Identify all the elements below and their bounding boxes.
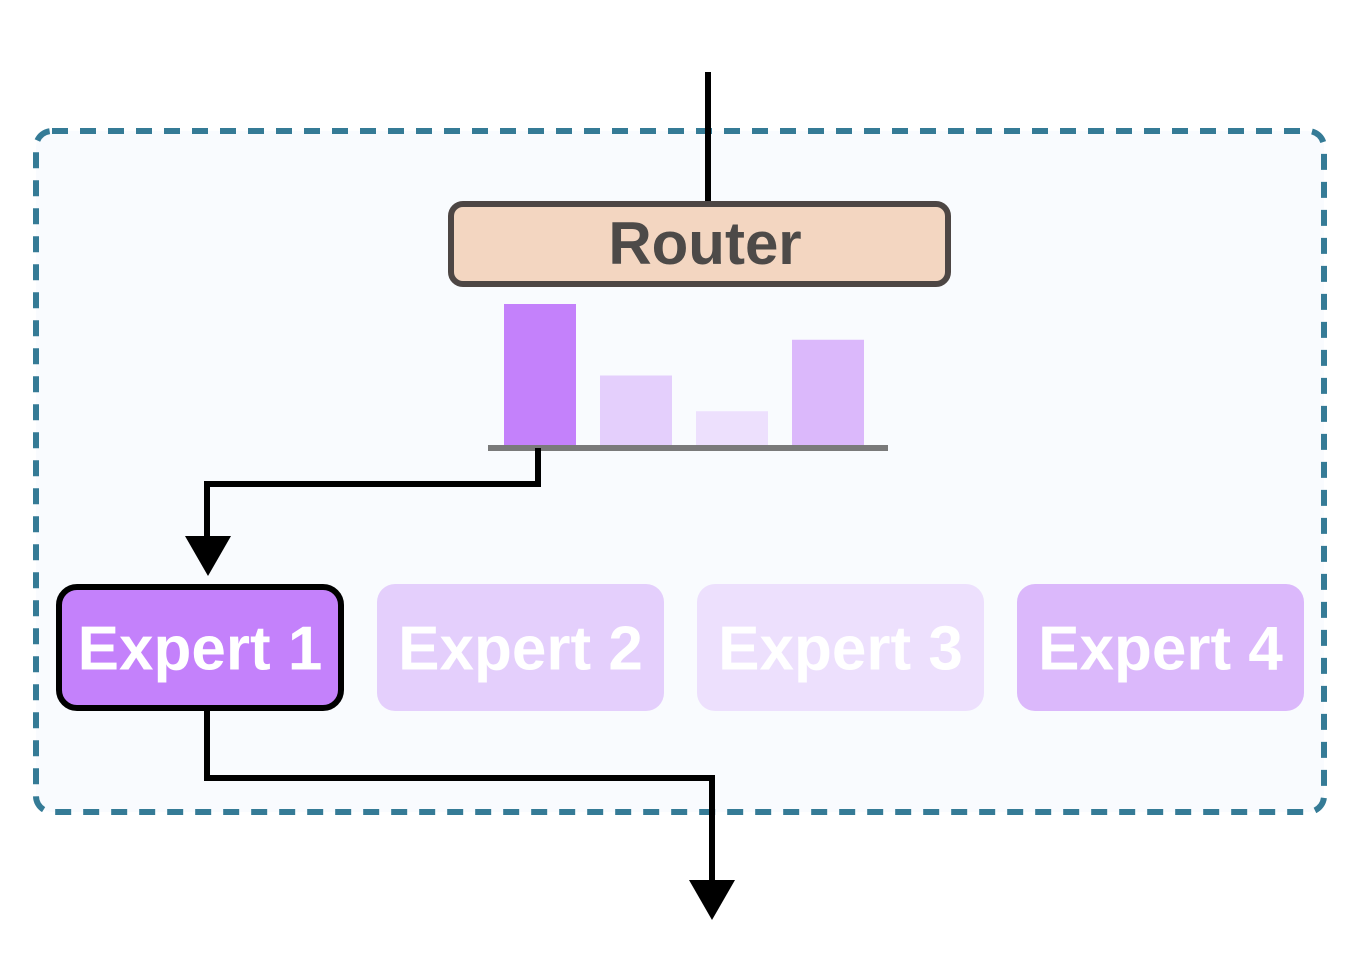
score-bar-3	[696, 411, 768, 447]
expert-label: Expert 1	[78, 615, 323, 684]
expert-2: Expert 2	[377, 584, 664, 711]
score-bar-4	[792, 339, 864, 447]
expert-1: Expert 1	[56, 584, 344, 711]
routing-arrowhead	[185, 536, 231, 576]
moe-layer-container	[33, 128, 1327, 815]
expert-row: Expert 1 Expert 2 Expert 3 Expert 4	[56, 584, 1304, 711]
expert-label: Expert 3	[718, 615, 963, 684]
expert-label: Expert 2	[398, 615, 643, 684]
expert-box	[56, 584, 344, 711]
router-box	[448, 201, 951, 287]
score-bar-1	[504, 304, 576, 447]
expert-4: Expert 4	[1017, 584, 1304, 711]
expert-box	[377, 584, 664, 711]
expert-label: Expert 4	[1038, 615, 1283, 684]
expert-box	[1017, 584, 1304, 711]
expert-3: Expert 3	[697, 584, 984, 711]
routing-path	[204, 448, 541, 546]
router-label: Router	[608, 210, 801, 277]
expert-box	[697, 584, 984, 711]
score-bar-2	[600, 375, 672, 447]
router-score-chart	[504, 304, 864, 447]
router-node: Router	[448, 201, 951, 287]
output-arrowhead	[689, 880, 735, 920]
output-path	[204, 708, 715, 890]
